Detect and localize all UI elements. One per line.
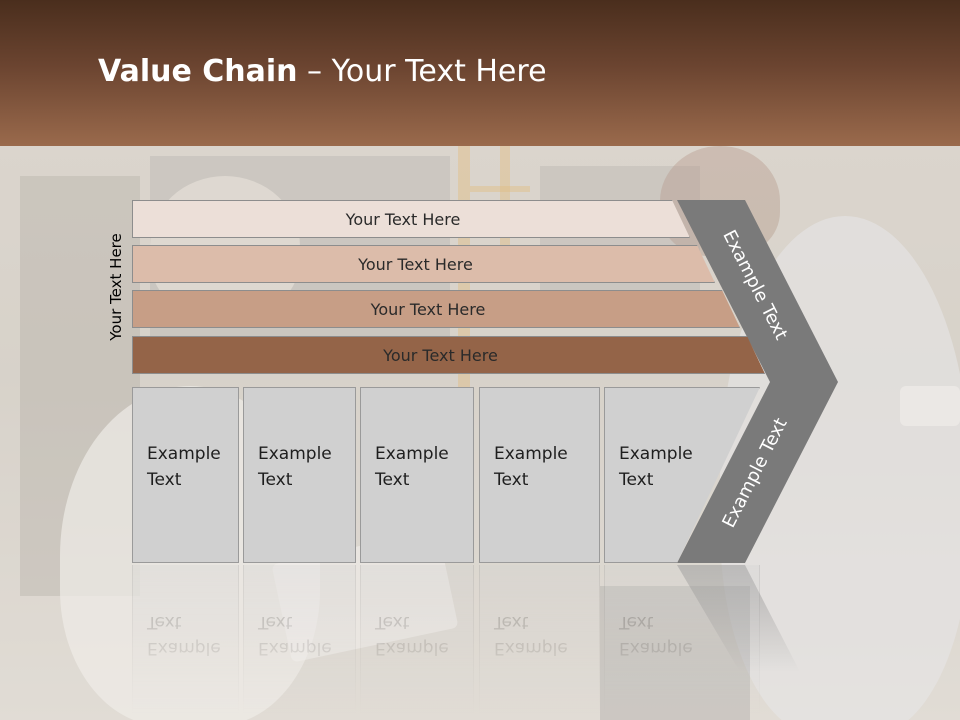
example-box-reflection-text: Text	[147, 612, 182, 632]
value-bar-2: Your Text Here	[132, 245, 715, 283]
example-box-reflection: Example Text	[360, 565, 474, 715]
example-box-text: Text	[147, 470, 182, 490]
example-box-text: Example	[258, 444, 332, 464]
value-bar-label: Your Text Here	[358, 254, 473, 274]
example-box-reflection-text: Example	[258, 638, 332, 658]
value-bar-1: Your Text Here	[132, 200, 690, 238]
example-box-text: Text	[619, 470, 654, 490]
example-box-reflection-text: Example	[494, 638, 568, 658]
value-bar-label: Your Text Here	[383, 345, 498, 365]
side-label-text: Your Text Here	[107, 233, 125, 341]
example-box-reflection: Example Text	[479, 565, 600, 715]
example-box-reflection-text: Example	[147, 638, 221, 658]
example-box-reflection-text: Text	[494, 612, 529, 632]
example-box-reflection-text: Text	[258, 612, 293, 632]
example-box-text: Text	[375, 470, 410, 490]
example-box-reflection: Example Text	[243, 565, 356, 715]
slide-title-rest: – Your Text Here	[297, 54, 547, 89]
value-bar-label: Your Text Here	[370, 299, 486, 319]
example-box-text: Example	[494, 444, 568, 464]
example-box-reflection: Example Text	[132, 565, 239, 715]
value-bar-3: Your Text Here	[132, 290, 740, 328]
example-box-reflection-text: Text	[619, 612, 654, 632]
side-label: Your Text Here	[106, 222, 126, 352]
example-box-text: Text	[258, 470, 293, 490]
example-box-text: Example	[619, 444, 693, 464]
example-box-text: Example	[375, 444, 449, 464]
slide-title-bold: Value Chain	[98, 54, 298, 89]
example-box-reflection-text: Example	[375, 638, 449, 658]
title-banner	[0, 0, 960, 146]
example-box-reflection: Example Text	[604, 565, 760, 715]
example-box-reflection-text: Text	[375, 612, 410, 632]
example-box-text: Example	[147, 444, 221, 464]
value-bar-label: Your Text Here	[345, 209, 461, 229]
value-bar-4: Your Text Here	[132, 336, 765, 374]
example-box-reflection-text: Example	[619, 638, 693, 658]
example-box-text: Text	[494, 470, 529, 490]
slide-title: Value Chain – Your Text Here	[98, 54, 547, 89]
